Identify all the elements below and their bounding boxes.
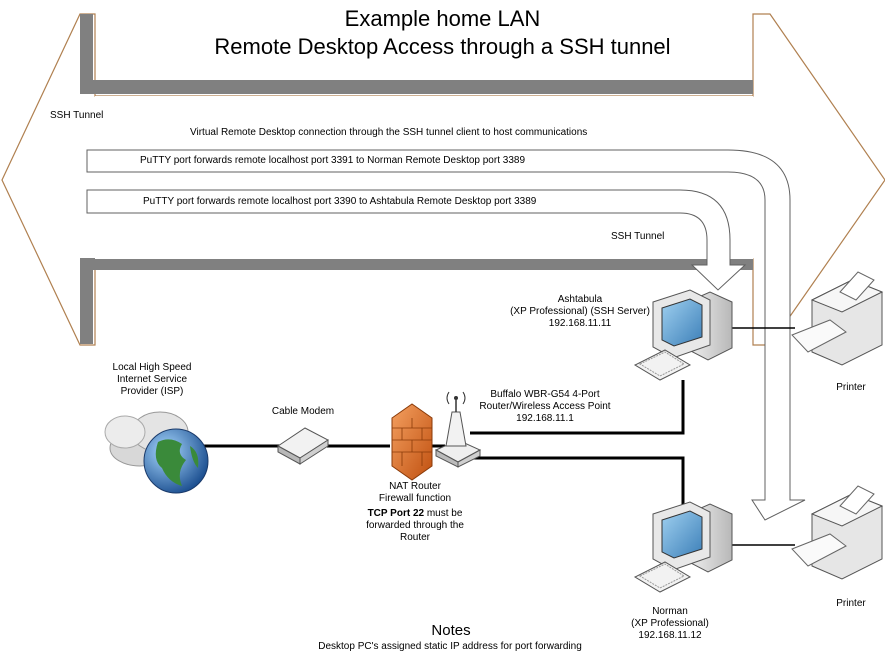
firewall-label-line-3-rest: must be bbox=[424, 508, 463, 519]
router-label-line-3: 192.168.11.1 bbox=[516, 413, 574, 424]
printer-cables bbox=[730, 327, 795, 546]
cable-modem-icon bbox=[277, 427, 329, 465]
isp-label-line-1: Local High Speed bbox=[112, 362, 192, 373]
port-22-emphasis: TCP Port 22 bbox=[367, 508, 425, 519]
printer-top-label: Printer bbox=[836, 382, 866, 393]
ashtabula-pc-icon bbox=[633, 289, 733, 381]
ashtabula-label-line-3: 192.168.11.11 bbox=[548, 318, 612, 329]
norman-label-line-1: Norman bbox=[652, 606, 688, 617]
firewall-label: NAT Router Firewall function TCP Port 22… bbox=[345, 481, 485, 544]
isp-label-line-2: Internet Service bbox=[116, 374, 188, 385]
printer-bottom-icon bbox=[791, 485, 884, 580]
ssh-tunnel-label-bottom: SSH Tunnel bbox=[611, 231, 665, 242]
isp-label: Local High Speed Internet Service Provid… bbox=[92, 362, 212, 398]
ssh-tunnel-arrow bbox=[1, 13, 885, 346]
norman-label-line-2: (XP Professional) bbox=[631, 618, 709, 629]
ashtabula-label-line-2: (XP Professional) (SSH Server) bbox=[510, 306, 650, 317]
router-label: Buffalo WBR-G54 4-Port Router/Wireless A… bbox=[470, 389, 620, 425]
firewall-label-line-2: Firewall function bbox=[378, 493, 452, 504]
firewall-label-line-3: TCP Port 22 must be bbox=[345, 508, 485, 520]
ssh-tunnel-label-top: SSH Tunnel bbox=[50, 110, 104, 121]
ashtabula-label-line-1: Ashtabula bbox=[557, 294, 603, 305]
firewall-icon bbox=[391, 403, 433, 481]
network-cables bbox=[200, 380, 685, 515]
firewall-label-line-4: forwarded through the bbox=[366, 520, 464, 531]
printer-top-icon bbox=[791, 271, 884, 366]
router-label-line-2: Router/Wireless Access Point bbox=[479, 401, 611, 412]
diagram-title-line-1: Example home LAN bbox=[344, 6, 541, 31]
norman-label-line-3: 192.168.11.12 bbox=[638, 630, 702, 641]
notes-title: Notes bbox=[431, 622, 471, 639]
diagram-title-line-2: Remote Desktop Access through a SSH tunn… bbox=[214, 34, 671, 59]
printer-bottom-label: Printer bbox=[836, 598, 866, 609]
cable-modem-label: Cable Modem bbox=[271, 406, 335, 417]
firewall-label-line-1: NAT Router bbox=[389, 481, 441, 492]
wireless-router-icon bbox=[434, 391, 482, 468]
ashtabula-label: Ashtabula (XP Professional) (SSH Server)… bbox=[500, 294, 660, 330]
router-label-line-1: Buffalo WBR-G54 4-Port bbox=[490, 389, 600, 400]
notes-text: Desktop PC's assigned static IP address … bbox=[318, 641, 582, 652]
forward-ashtabula-label: PuTTY port forwards remote localhost por… bbox=[143, 196, 537, 207]
firewall-label-line-5: Router bbox=[399, 532, 430, 543]
norman-pc-icon bbox=[633, 501, 733, 593]
isp-label-line-3: Provider (ISP) bbox=[120, 386, 184, 397]
forward-channel-norman bbox=[86, 149, 806, 521]
internet-globe-icon bbox=[143, 428, 209, 494]
forward-channel-ashtabula bbox=[86, 189, 747, 291]
norman-label: Norman (XP Professional) 192.168.11.12 bbox=[610, 606, 730, 642]
forward-norman-label: PuTTY port forwards remote localhost por… bbox=[140, 155, 526, 166]
virtual-connection-label: Virtual Remote Desktop connection throug… bbox=[190, 127, 588, 138]
